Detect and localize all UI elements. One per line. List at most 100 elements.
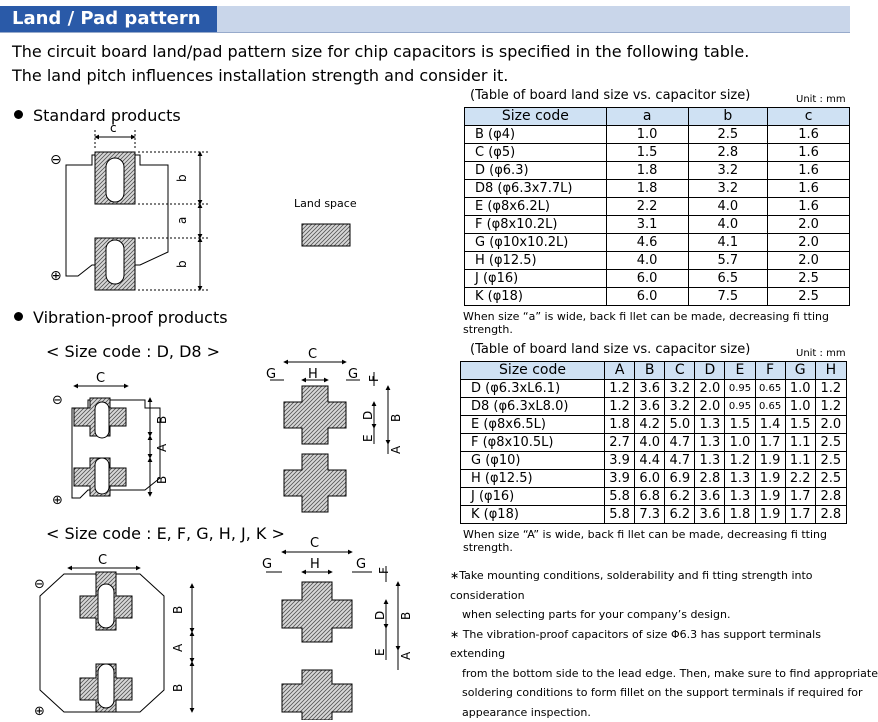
table-header-cell: a	[606, 108, 688, 126]
value-cell: 1.3	[695, 416, 725, 434]
plus-icon: ⊕	[34, 704, 45, 719]
value-cell: 4.2	[635, 416, 665, 434]
land-size-table-vibration: Size code A B C D E F G H D (φ6.3xL6.1)1…	[460, 361, 847, 524]
dim-label-G: G	[266, 367, 276, 382]
value-cell: 2.5	[688, 126, 768, 144]
size-code-cell: H (φ12.5)	[465, 252, 607, 270]
value-cell: 2.0	[815, 416, 846, 434]
size-code-cell: K (φ18)	[461, 506, 605, 524]
dim-label-D: D	[373, 611, 387, 620]
value-cell: 1.7	[785, 488, 815, 506]
value-cell: 1.9	[755, 506, 785, 524]
land-space-label: Land space	[294, 197, 357, 210]
value-cell: 6.2	[665, 506, 695, 524]
size-code-cell: K (φ18)	[465, 288, 607, 306]
value-cell: 2.2	[785, 470, 815, 488]
value-cell: 3.6	[635, 398, 665, 416]
dim-label-B: B	[171, 606, 185, 614]
table-header-cell: H	[815, 362, 846, 380]
value-cell: 2.0	[695, 380, 725, 398]
dim-label-C: C	[308, 347, 317, 362]
minus-icon: ⊖	[52, 393, 63, 408]
value-cell: 1.2	[725, 452, 755, 470]
value-cell: 1.7	[755, 434, 785, 452]
dim-label-a: a	[175, 217, 189, 224]
table2-unit: Unit : mm	[796, 348, 846, 359]
plus-icon: ⊕	[50, 268, 62, 284]
value-cell: 3.2	[688, 180, 768, 198]
table2-caption: (Table of board land size vs. capacitor …	[470, 342, 750, 357]
dim-label-B: B	[399, 612, 413, 620]
table-header-cell: B	[635, 362, 665, 380]
value-cell: 1.6	[768, 126, 850, 144]
value-cell: 6.2	[665, 488, 695, 506]
table-header-row: Size code A B C D E F G H	[461, 362, 847, 380]
value-cell: 1.0	[725, 434, 755, 452]
dim-label-E: E	[361, 434, 375, 442]
value-cell: 4.6	[606, 234, 688, 252]
value-cell: 3.9	[605, 470, 635, 488]
dim-label-G: G	[348, 367, 358, 382]
table-header-cell: D	[695, 362, 725, 380]
size-code-cell: D (φ6.3)	[465, 162, 607, 180]
value-cell: 1.1	[785, 452, 815, 470]
value-cell: 2.0	[768, 234, 850, 252]
value-cell: 1.3	[695, 434, 725, 452]
value-cell: 3.2	[665, 380, 695, 398]
value-cell: 2.7	[605, 434, 635, 452]
value-cell: 1.9	[755, 470, 785, 488]
size-code-cell: F (φ8x10.2L)	[465, 216, 607, 234]
value-cell: 5.0	[665, 416, 695, 434]
dim-label-F: F	[377, 567, 391, 574]
value-cell: 2.5	[815, 434, 846, 452]
value-cell: 1.8	[606, 162, 688, 180]
dim-label-c: c	[110, 121, 117, 135]
table2-note: When size “A” is wide, back fi llet can …	[463, 528, 878, 554]
value-cell: 1.5	[606, 144, 688, 162]
value-cell: 1.5	[725, 416, 755, 434]
value-cell: 7.5	[688, 288, 768, 306]
value-cell: 2.5	[768, 270, 850, 288]
value-cell: 4.7	[665, 452, 695, 470]
value-cell: 3.6	[695, 488, 725, 506]
value-cell: 5.8	[605, 506, 635, 524]
value-cell: 6.0	[635, 470, 665, 488]
value-cell: 0.95	[725, 380, 755, 398]
value-cell: 1.0	[785, 398, 815, 416]
footnote-line: ∗ The vibration-proof capacitors of size…	[450, 625, 878, 664]
value-cell: 6.5	[688, 270, 768, 288]
value-cell: 1.8	[725, 506, 755, 524]
value-cell: 1.3	[725, 470, 755, 488]
table1-note: When size “a” is wide, back fi llet can …	[463, 310, 878, 336]
table-header-cell: F	[755, 362, 785, 380]
value-cell: 1.6	[768, 162, 850, 180]
size-code-cell: E (φ8x6.2L)	[465, 198, 607, 216]
value-cell: 0.65	[755, 380, 785, 398]
dim-label-F: F	[367, 375, 381, 382]
table-header-cell: Size code	[465, 108, 607, 126]
value-cell: 4.0	[635, 434, 665, 452]
value-cell: 2.5	[815, 470, 846, 488]
value-cell: 2.8	[695, 470, 725, 488]
dim-label-C: C	[96, 371, 105, 386]
dim-label-H: H	[310, 557, 320, 572]
table-header-cell: E	[725, 362, 755, 380]
dim-label-C: C	[98, 553, 107, 568]
value-cell: 2.0	[768, 216, 850, 234]
table-header-cell: b	[688, 108, 768, 126]
size-code-cell: E (φ8x6.5L)	[461, 416, 605, 434]
value-cell: 2.5	[815, 452, 846, 470]
value-cell: 1.3	[695, 452, 725, 470]
value-cell: 3.2	[688, 162, 768, 180]
size-code-cell: H (φ12.5)	[461, 470, 605, 488]
size-code-cell: D8 (φ6.3x7.7L)	[465, 180, 607, 198]
value-cell: 6.0	[606, 270, 688, 288]
